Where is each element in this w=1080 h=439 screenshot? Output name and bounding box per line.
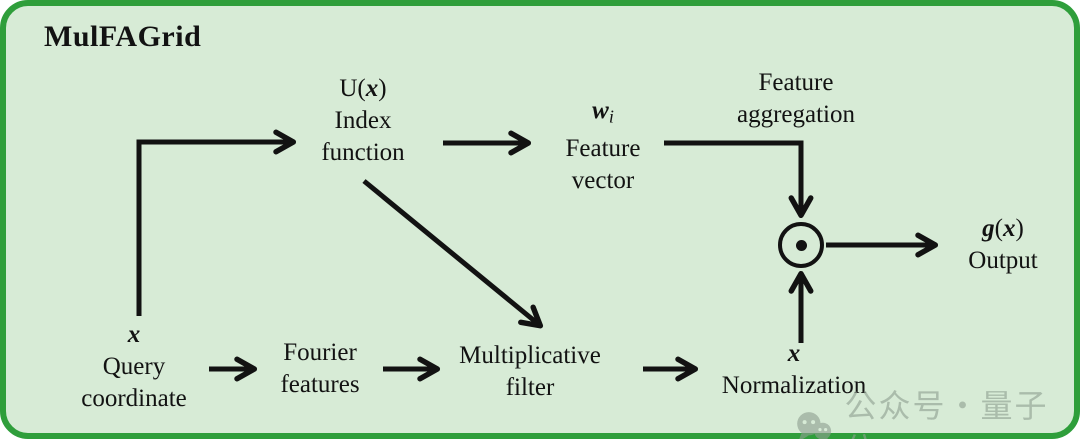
- index-function-expression: U(x): [339, 75, 387, 102]
- query-coordinate-variable: x: [127, 321, 141, 348]
- node-output: g(x) Output: [968, 213, 1037, 277]
- node-index-function: U(x) Index function: [321, 73, 404, 169]
- node-fourier-features: Fourier features: [280, 337, 359, 401]
- arrow-index-to-multiplicative-filter: [362, 179, 544, 329]
- index-function-label-line2: function: [321, 139, 405, 166]
- node-normalization: x Normalization: [722, 338, 866, 402]
- node-feature-vector: wi Feature vector: [566, 95, 641, 197]
- arrow-query-to-index-function: [136, 129, 297, 316]
- feature-vector-label-line2: vector: [571, 166, 635, 194]
- multiplicative-filter-line1: Multiplicative: [459, 342, 601, 369]
- watermark-text: 公众号・量子位: [844, 388, 1049, 439]
- node-query-coordinate: x Query coordinate: [81, 319, 187, 415]
- query-coordinate-label-line2: coordinate: [81, 385, 187, 412]
- feature-aggregation-line2: aggregation: [736, 101, 856, 128]
- query-coordinate-label-line1: Query: [102, 353, 166, 380]
- feature-aggregation-line1: Feature: [758, 69, 834, 96]
- normalization-label: Normalization: [721, 372, 867, 399]
- fourier-features-line2: features: [280, 371, 360, 398]
- label-feature-aggregation: Feature aggregation: [737, 67, 855, 131]
- elementwise-product-node: [778, 222, 824, 268]
- arrow-feature-vector-to-product: [664, 140, 814, 219]
- wechat-icon: [797, 412, 832, 439]
- output-label: Output: [968, 247, 1038, 274]
- diagram-title: MulFAGrid: [44, 20, 202, 53]
- dot-operator-icon: [795, 239, 807, 251]
- normalization-variable: x: [787, 340, 801, 367]
- index-function-label-line1: Index: [334, 107, 392, 134]
- feature-vector-expression: wi: [592, 97, 614, 127]
- output-expression: g(x): [982, 215, 1024, 242]
- watermark: 公众号・量子位: [794, 384, 1074, 439]
- node-multiplicative-filter: Multiplicative filter: [459, 340, 601, 404]
- fourier-features-line1: Fourier: [283, 339, 357, 366]
- feature-vector-label-line1: Feature: [565, 134, 641, 162]
- multiplicative-filter-line2: filter: [505, 374, 555, 401]
